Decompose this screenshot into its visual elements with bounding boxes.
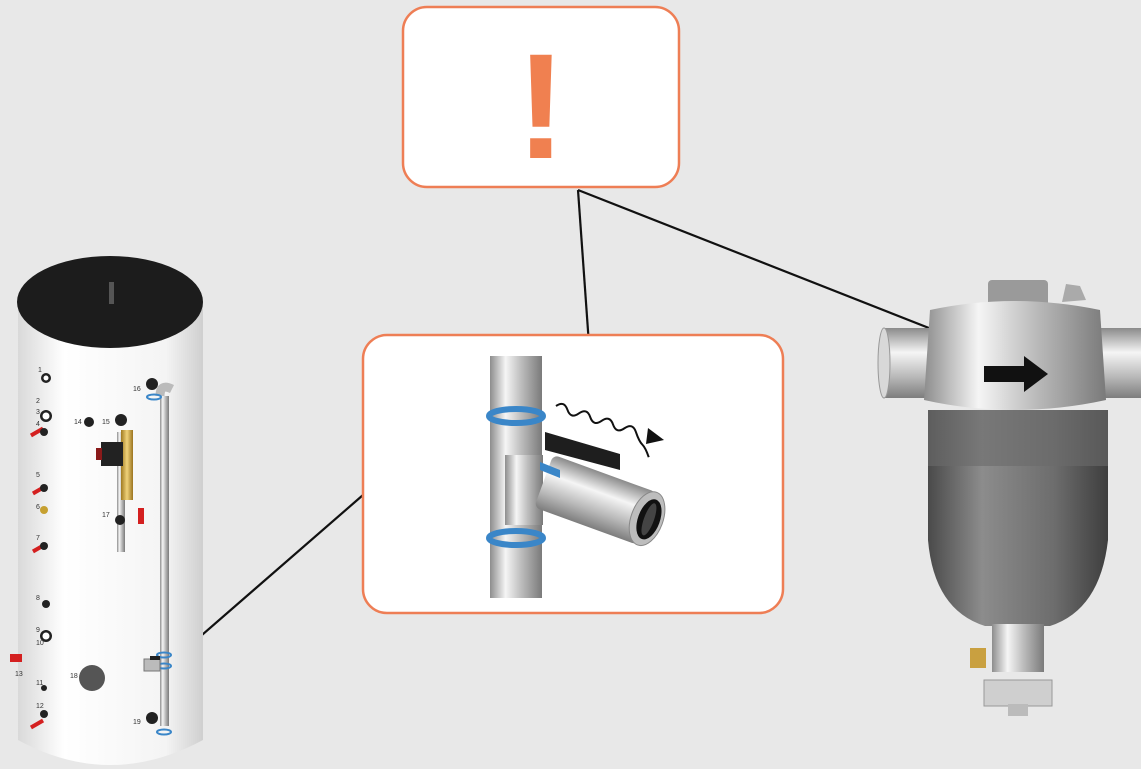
loop-pipe — [160, 396, 169, 726]
svg-text:1: 1 — [38, 367, 42, 374]
filter-drain-valve — [970, 648, 986, 668]
svg-text:2: 2 — [36, 398, 40, 405]
filter-collar — [928, 410, 1108, 466]
magnetic-filter — [878, 280, 1141, 716]
svg-text:3: 3 — [36, 409, 40, 416]
actuator-head — [101, 442, 123, 466]
svg-text:13: 13 — [15, 671, 23, 678]
svg-text:9: 9 — [36, 627, 40, 634]
svg-text:18: 18 — [70, 673, 78, 680]
exclamation-icon: ! — [516, 22, 566, 190]
svg-text:5: 5 — [36, 472, 40, 479]
filter-drain-knob — [984, 680, 1052, 706]
drain-valve — [144, 659, 160, 671]
cylinder-body — [18, 302, 203, 765]
inspection-port — [79, 665, 105, 691]
svg-text:12: 12 — [36, 703, 44, 710]
svg-text:15: 15 — [102, 419, 110, 426]
detail-tee-body — [505, 455, 543, 525]
svg-text:10: 10 — [36, 640, 44, 647]
svg-text:11: 11 — [36, 680, 43, 687]
filter-drain-body — [992, 624, 1044, 672]
leader-line-to-filter — [578, 190, 990, 352]
svg-text:19: 19 — [133, 719, 141, 726]
leader-line-to-tank — [187, 495, 363, 648]
svg-text:17: 17 — [102, 512, 110, 519]
detail-callout — [363, 335, 783, 613]
svg-text:4: 4 — [36, 421, 40, 428]
filter-head — [924, 301, 1106, 410]
svg-text:7: 7 — [36, 535, 40, 542]
svg-text:6: 6 — [36, 504, 40, 511]
svg-text:8: 8 — [36, 595, 40, 602]
svg-text:16: 16 — [133, 386, 141, 393]
svg-text:14: 14 — [74, 419, 82, 426]
top-sensor-pocket — [109, 282, 114, 304]
hot-water-cylinder: 1 2 3 4 5 6 7 8 9 10 11 12 13 14 15 16 1… — [10, 256, 203, 765]
warning-callout: ! — [403, 7, 679, 190]
